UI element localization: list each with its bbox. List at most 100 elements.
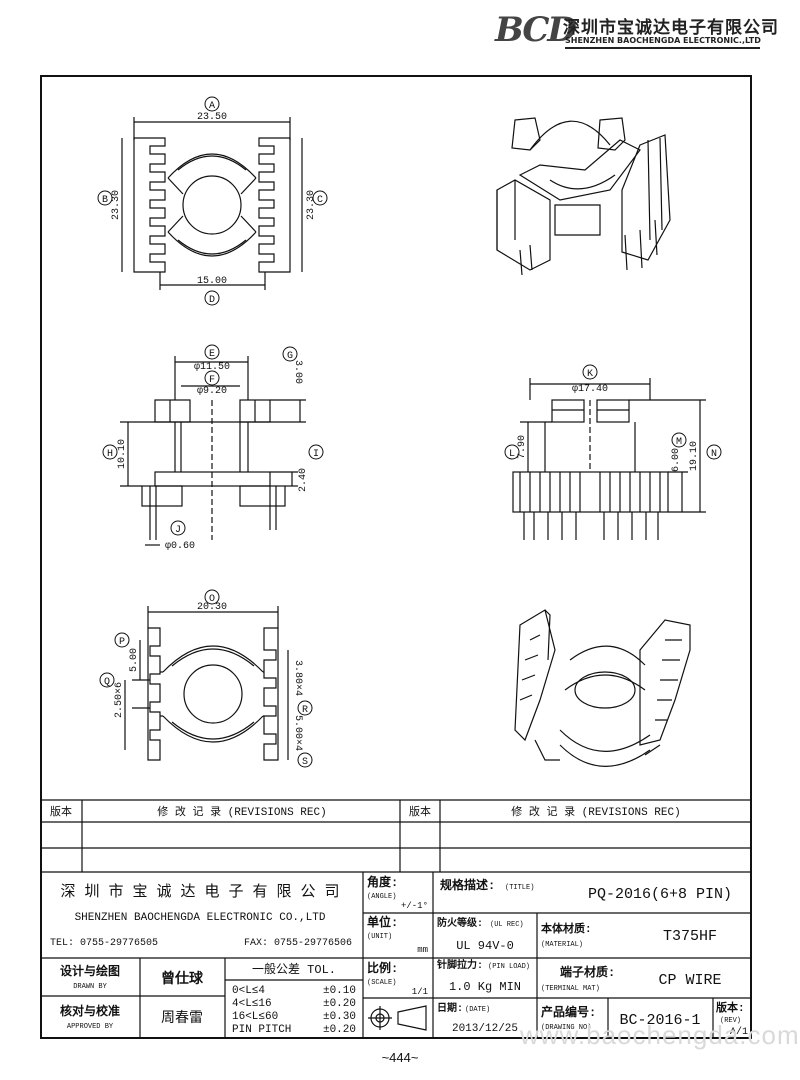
svg-text:L: L xyxy=(509,449,515,460)
svg-text:I: I xyxy=(313,449,319,460)
header-company-en: SHENZHEN BAOCHENGDA ELECTRONIC.,LTD xyxy=(565,36,761,45)
dim-N: 19.10 xyxy=(689,441,700,471)
tb-drawn-label-en: DRAWN BY xyxy=(73,983,107,991)
side-view xyxy=(512,378,706,540)
top-view xyxy=(121,117,303,290)
tb-company-en: SHENZHEN BAOCHENGDA ELECTRONIC CO.,LTD xyxy=(75,912,326,924)
dim-C: 23.30 xyxy=(306,190,317,220)
dim-J: φ0.60 xyxy=(165,541,195,552)
dim-O: 20.30 xyxy=(197,602,227,613)
title-block-grid xyxy=(40,872,752,1039)
label-J: J xyxy=(170,520,186,536)
svg-text:A: A xyxy=(209,101,215,112)
tb-angle-label: 角度: xyxy=(367,874,398,890)
tb-ul-value: UL 94V-0 xyxy=(456,939,514,953)
dim-A: 23.50 xyxy=(197,112,227,123)
svg-text:B: B xyxy=(102,195,108,206)
tb-material-value: T375HF xyxy=(663,928,717,945)
isometric-view-top xyxy=(496,117,671,276)
dim-E: φ11.50 xyxy=(194,362,230,373)
revision-table xyxy=(40,799,752,873)
watermark-url: www.baochengda.com.cn xyxy=(520,1020,800,1050)
dim-K: φ17.40 xyxy=(572,384,608,395)
svg-text:H: H xyxy=(107,449,113,460)
svg-text:N: N xyxy=(711,449,717,460)
tb-tol-value-2: ±0.20 xyxy=(323,998,356,1010)
svg-text:M: M xyxy=(676,437,682,448)
dim-I: 2.40 xyxy=(298,468,309,492)
label-B: B xyxy=(97,190,113,206)
svg-text:R: R xyxy=(302,705,308,716)
tb-pin-load-value: 1.0 Kg MIN xyxy=(449,980,521,994)
tb-angle-label-en: (ANGLE) xyxy=(367,893,396,901)
svg-text:S: S xyxy=(302,757,308,768)
tb-company-cn: 深 圳 市 宝 诚 达 电 子 有 限 公 司 xyxy=(60,883,339,901)
tb-unit-value: mm xyxy=(417,945,428,955)
tb-drawing-no-value: BC-2016-1 xyxy=(619,1012,700,1029)
dim-F: φ9.20 xyxy=(197,386,227,397)
svg-text:P: P xyxy=(119,637,125,648)
header-company-cn: 深圳市宝诚达电子有限公司 xyxy=(563,18,779,38)
tb-material-label-en: (MATERIAL) xyxy=(541,941,583,949)
tb-approved-label: 核对与校准 xyxy=(60,1003,120,1019)
label-O: O xyxy=(204,589,220,605)
tb-date-label-en: (DATE) xyxy=(465,1006,490,1014)
svg-text:Q: Q xyxy=(104,677,110,688)
tb-angle-value: +/-1° xyxy=(401,901,428,911)
svg-text:G: G xyxy=(287,351,293,362)
tb-ul-label-en: (UL REC) xyxy=(490,921,524,929)
label-D: D xyxy=(204,290,220,306)
tb-scale-label: 比例: xyxy=(367,960,398,976)
tb-terminal-label-en: (TERMINAL MAT) xyxy=(541,985,600,993)
tb-drawing-no-label-en: (DRAWING NO) xyxy=(541,1024,591,1032)
tb-approved-label-en: APPROVED BY xyxy=(67,1023,114,1031)
label-G: G xyxy=(282,346,298,362)
tb-terminal-value: CP WIRE xyxy=(658,972,721,989)
label-M: M xyxy=(671,432,687,448)
label-E: E xyxy=(204,344,220,360)
tb-approved-value: 周春雷 xyxy=(161,1010,203,1027)
tb-tol-value-1: ±0.10 xyxy=(323,985,356,997)
tb-unit-label: 单位: xyxy=(367,914,398,930)
dim-H: 10.10 xyxy=(117,439,128,469)
label-H: H xyxy=(102,444,118,460)
svg-text:C: C xyxy=(317,195,323,206)
rev-col-version-2: 版本 xyxy=(409,804,431,819)
dim-S: 5.00×4 xyxy=(292,715,303,751)
bottom-view xyxy=(124,606,289,761)
tb-tol-title: 一般公差 TOL. xyxy=(252,961,336,977)
tb-scale-value: 1/1 xyxy=(412,987,428,997)
label-S: S xyxy=(297,752,313,768)
front-view xyxy=(120,356,306,546)
dim-B: 23.30 xyxy=(111,190,122,220)
rev-col-record-2: 修 改 记 录 (REVISIONS REC) xyxy=(511,804,680,819)
tb-rev-value: A/1 xyxy=(730,1026,748,1038)
tb-fax: FAX: 0755-29776506 xyxy=(244,938,352,949)
svg-text:K: K xyxy=(587,369,593,380)
tb-drawn-value: 曾仕球 xyxy=(161,970,204,988)
label-A: A xyxy=(204,96,220,112)
svg-text:F: F xyxy=(209,375,215,386)
tb-material-label: 本体材质: xyxy=(541,921,592,936)
svg-text:O: O xyxy=(209,594,215,605)
rev-col-version-1: 版本 xyxy=(50,804,72,819)
tb-date-value: 2013/12/25 xyxy=(452,1023,518,1035)
tb-tol-range-4: PIN PITCH xyxy=(232,1024,291,1036)
label-N: N xyxy=(706,444,722,460)
tb-title-label-en: (TITLE) xyxy=(505,884,534,892)
tb-drawing-no-label: 产品编号: xyxy=(541,1004,596,1020)
company-logo: BCD xyxy=(495,10,577,50)
tb-tol-range-3: 16<L≤60 xyxy=(232,1011,278,1023)
label-I: I xyxy=(308,444,324,460)
label-L: L xyxy=(504,444,520,460)
tb-ul-label: 防火等级: xyxy=(437,916,483,930)
svg-text:E: E xyxy=(209,349,215,360)
dim-D: 15.00 xyxy=(197,276,227,287)
isometric-view-bottom xyxy=(514,609,691,767)
tb-unit-label-en: (UNIT) xyxy=(367,933,392,941)
tb-tol-range-1: 0<L≤4 xyxy=(232,985,265,997)
page-number: ~444~ xyxy=(381,1050,419,1065)
rev-col-record-1: 修 改 记 录 (REVISIONS REC) xyxy=(157,804,326,819)
tb-rev-label: 版本: xyxy=(716,1000,745,1015)
